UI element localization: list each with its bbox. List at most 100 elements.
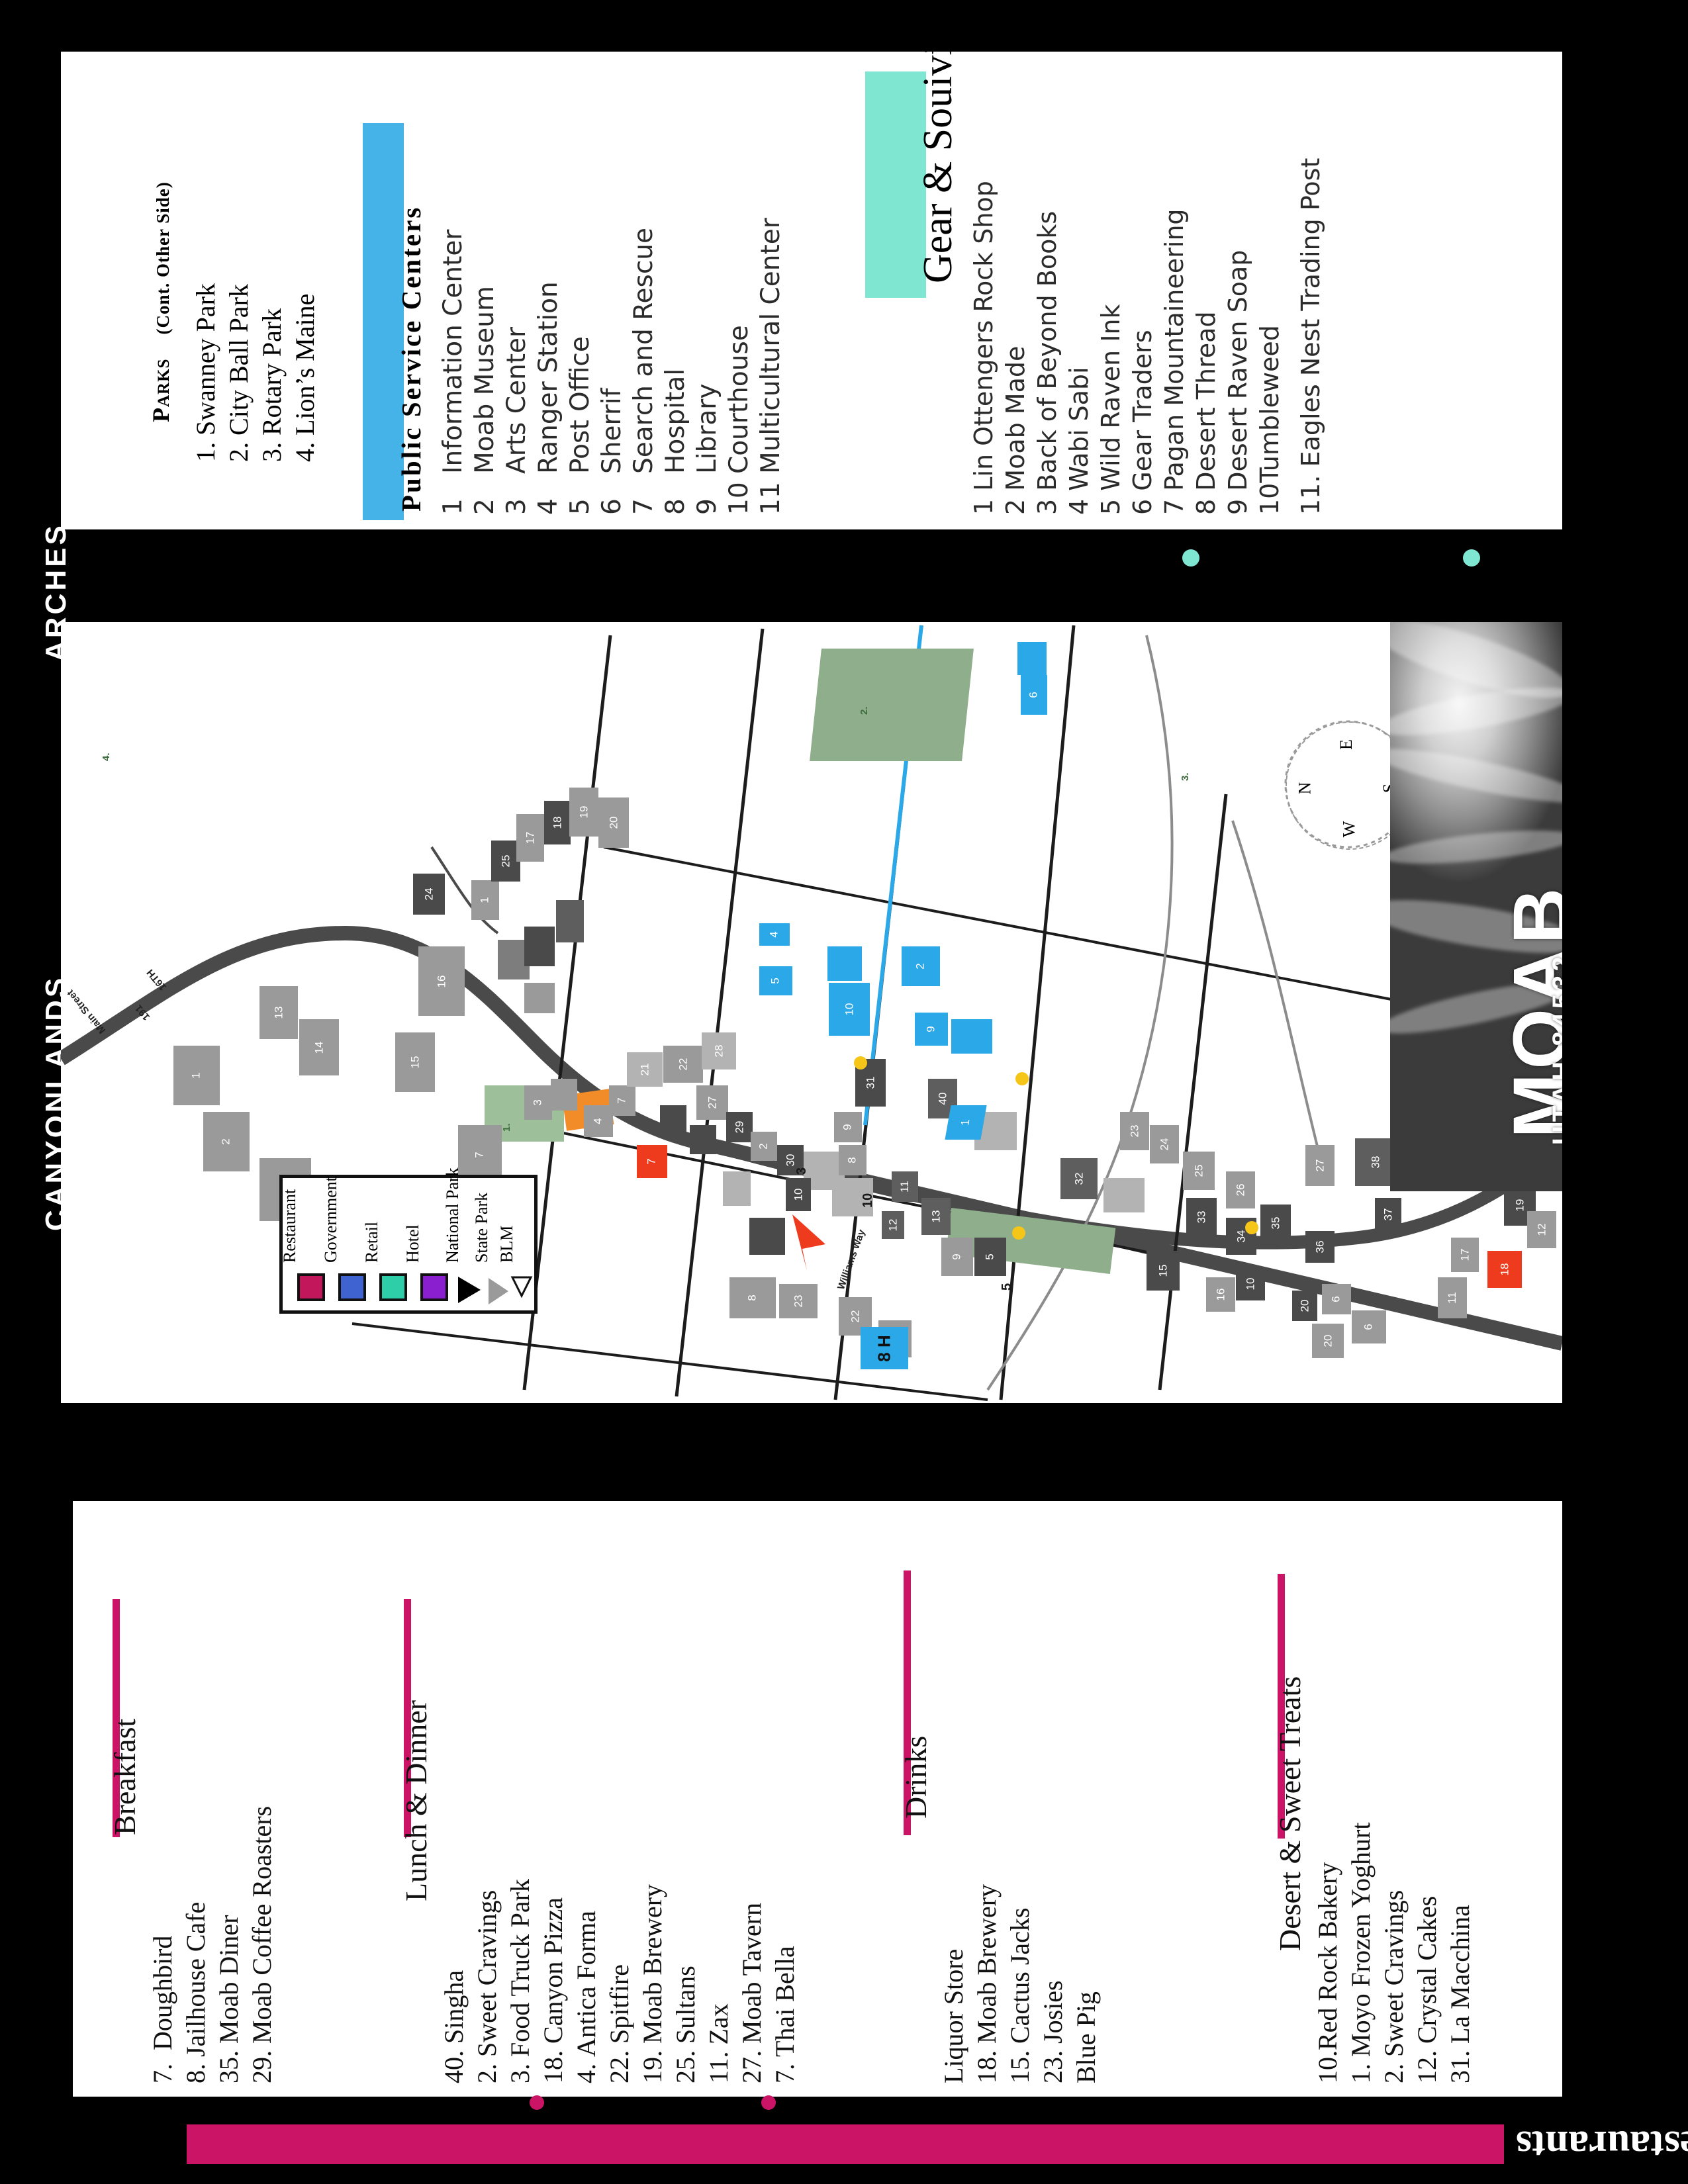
gear-souvenir-title: Gear & Souivineer xyxy=(915,0,961,283)
legend-label: BLM xyxy=(497,1225,516,1263)
compass-west: W xyxy=(1339,821,1359,838)
map-building: 37 xyxy=(1375,1198,1401,1231)
map-area-label: 3. xyxy=(1180,772,1191,781)
map-building: 2 xyxy=(751,1132,777,1161)
map-building-government: 1 xyxy=(945,1105,987,1140)
map-building: 23 xyxy=(1120,1112,1149,1150)
legend-item: BLM xyxy=(497,1226,533,1301)
map-building xyxy=(524,983,555,1013)
map-building: 13 xyxy=(259,986,298,1039)
map-building: 9 xyxy=(941,1238,973,1276)
psc-item: 8 Hospital xyxy=(661,368,690,515)
psc-item: 3 Arts Center xyxy=(502,326,532,515)
legend-swatch-government xyxy=(338,1273,366,1301)
map-direction-arrow xyxy=(792,1214,825,1271)
map-building: 33 xyxy=(1186,1198,1217,1236)
map-area-label: 3 xyxy=(794,1167,809,1175)
map-legend: Restaurant Government Retail Hotel Natio… xyxy=(279,1167,538,1314)
legend-label: Retail xyxy=(362,1221,381,1263)
map-building-government xyxy=(1017,642,1047,675)
section-rule xyxy=(1278,1574,1285,1839)
map-building: 12 xyxy=(1527,1211,1556,1248)
legend-item: State Park xyxy=(472,1193,512,1304)
restaurant-item: 7. Thai Bella xyxy=(770,1946,800,2083)
gear-item: 4 Wabi Sabi xyxy=(1064,367,1094,515)
map-building: 32 xyxy=(1060,1158,1098,1199)
psc-item: 5 Post Office xyxy=(565,336,595,515)
legend-swatch-restaurant xyxy=(297,1273,325,1301)
map-building: 9 xyxy=(834,1112,862,1142)
restaurant-item: 15. Cactus Jacks xyxy=(1005,1907,1035,2083)
map-building xyxy=(551,1079,577,1111)
map-building: 8 xyxy=(839,1145,867,1175)
restaurant-item: 12. Crystal Cakes xyxy=(1412,1895,1442,2083)
moab-logo: MOAB UTAH 84532 xyxy=(1390,622,1562,1191)
legend-label: Government xyxy=(321,1177,340,1263)
gear-souvenir-band xyxy=(865,71,926,298)
gear-item: 1 Lin Ottengers Rock Shop xyxy=(969,181,998,515)
section-heading: Desert & Sweet Treats xyxy=(1273,1676,1307,1951)
legend-item: Restaurant xyxy=(280,1189,325,1301)
section-rule xyxy=(113,1599,120,1837)
moab-logo-subtitle: UTAH 84532 xyxy=(1548,952,1562,1145)
public-service-centers-title: Public Service Centers xyxy=(396,205,426,512)
restaurants-panel: Breakfast 7. Doughbird 8. Jailhouse Cafe… xyxy=(73,1501,1562,2110)
map-building-government: 6 xyxy=(1021,675,1047,715)
map-area-label: 4. xyxy=(101,752,112,761)
section-heading: Drinks xyxy=(899,1735,933,1819)
map-building: 3 xyxy=(524,1085,552,1120)
section-rule xyxy=(904,1570,911,1835)
map-building-government xyxy=(951,1019,992,1054)
parks-title: Parks (Cont. Other Side) xyxy=(148,181,174,422)
restaurant-item-marker xyxy=(761,2095,776,2110)
psc-item: 10 Courthouse xyxy=(724,325,754,515)
map-building: 20 xyxy=(598,797,629,848)
legend-triangle-blm xyxy=(510,1276,533,1298)
map-building-government: 2 xyxy=(902,946,940,986)
map-area-label: 2. xyxy=(859,706,870,715)
map-building: 17 xyxy=(516,814,544,862)
legend-item: Retail xyxy=(362,1222,407,1301)
psc-item: 11 Multicultural Center xyxy=(756,218,786,515)
map-building: 28 xyxy=(702,1032,736,1069)
parks-item: 2. City Ball Park xyxy=(224,284,254,462)
restaurant-item: 29. Moab Coffee Roasters xyxy=(247,1805,277,2083)
map-building: 4 xyxy=(584,1105,613,1137)
restaurant-item: 7. Doughbird xyxy=(148,1935,177,2083)
map-building: 25 xyxy=(491,841,520,882)
gear-item: 3 Back of Beyond Books xyxy=(1033,210,1062,515)
section-heading: Breakfast xyxy=(108,1718,142,1835)
map-building: 18 xyxy=(544,801,571,844)
map-point-marker xyxy=(854,1056,867,1069)
map-building: 11 xyxy=(892,1171,918,1202)
map-building: 25 xyxy=(1183,1152,1215,1190)
map-building: 21 xyxy=(627,1052,663,1087)
map-building xyxy=(690,1125,716,1154)
gear-item: 8 Desert Thread xyxy=(1192,311,1221,515)
legend-item: Hotel xyxy=(403,1224,448,1301)
map-point-marker xyxy=(1015,1072,1029,1085)
legend-triangle-national-park xyxy=(458,1277,481,1303)
restaurant-item: 18. Moab Brewery xyxy=(972,1884,1002,2083)
public-service-centers-band xyxy=(363,123,404,520)
map-building: 5 xyxy=(974,1238,1006,1276)
map-building: 17 xyxy=(1451,1238,1479,1272)
teal-dot-marker xyxy=(1463,549,1480,567)
map-building xyxy=(1103,1178,1145,1212)
map-building: 19 xyxy=(569,788,598,837)
moab-town-map[interactable]: 1 2 3 4 5 6 7 13 14 15 16 24 1 25 17 18 … xyxy=(61,622,1562,1403)
map-building xyxy=(723,1171,751,1206)
map-building: 14 xyxy=(299,1019,339,1075)
restaurant-item: 25. Sultans xyxy=(671,1966,700,2083)
compass-east: E xyxy=(1336,739,1356,750)
legend-item: Government xyxy=(321,1177,366,1301)
restaurant-item: 19. Moab Brewery xyxy=(637,1884,667,2083)
restaurant-item: 35. Moab Diner xyxy=(214,1915,244,2083)
compass-north: N xyxy=(1295,782,1315,795)
map-building-government: 10 xyxy=(829,983,870,1036)
restaurant-item: 10.Red Rock Bakery xyxy=(1313,1862,1342,2083)
map-hospital-marker: 8 H xyxy=(861,1327,908,1369)
legend-triangle-state-park xyxy=(489,1278,508,1304)
map-building: 1 xyxy=(471,880,499,920)
map-building: 10 xyxy=(786,1178,811,1211)
